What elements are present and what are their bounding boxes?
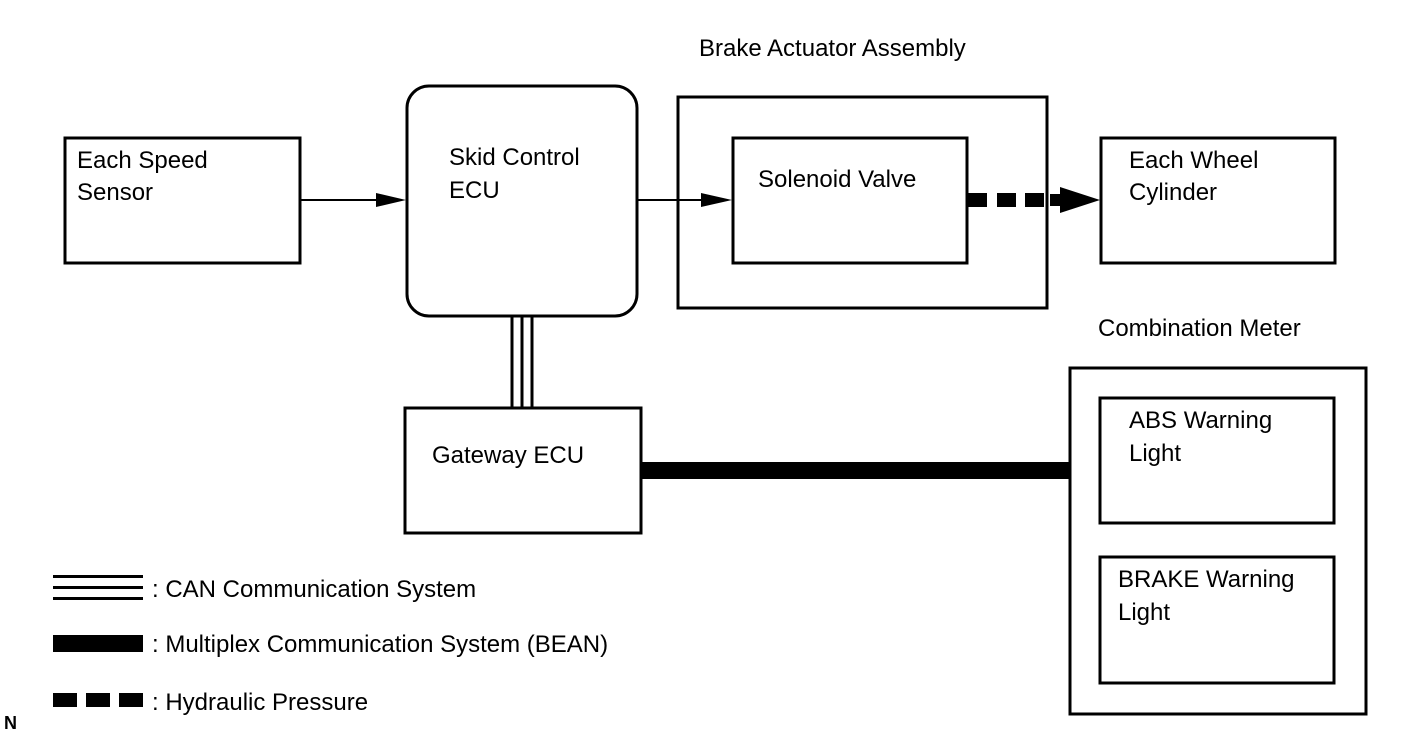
combination-meter-frame — [1068, 366, 1368, 716]
legend-bean-symbol — [53, 635, 143, 652]
speed-sensor-label-line2: Sensor — [77, 179, 153, 206]
legend-can-label: : CAN Communication System — [152, 576, 476, 603]
speed-sensor-block: Each Speed Sensor — [63, 136, 302, 265]
skid-control-ecu-label-line2: ECU — [449, 177, 500, 204]
solenoid-valve-block: Solenoid Valve — [731, 136, 969, 265]
brake-warning-light-label-line2: Light — [1118, 599, 1170, 626]
brake-warning-light-label-line1: BRAKE Warning — [1118, 566, 1295, 593]
abs-warning-light-label-line1: ABS Warning — [1129, 407, 1272, 434]
figure-code-label: N — [4, 713, 17, 732]
bean-communication-line — [641, 462, 1070, 479]
speed-sensor-label-line1: Each Speed — [77, 147, 208, 174]
solenoid-valve-label: Solenoid Valve — [758, 166, 916, 193]
legend: : CAN Communication System : Multiplex C… — [53, 575, 608, 716]
brake-actuator-assembly-label: Brake Actuator Assembly — [699, 35, 966, 62]
abs-warning-light-label-line2: Light — [1129, 440, 1181, 467]
legend-bean-label: : Multiplex Communication System (BEAN) — [152, 631, 608, 658]
wheel-cylinder-block: Each Wheel Cylinder — [1099, 136, 1337, 265]
skid-control-ecu-block: Skid Control ECU — [405, 84, 639, 318]
brake-warning-light-block: BRAKE Warning Light — [1098, 555, 1336, 685]
wheel-cylinder-label-line1: Each Wheel — [1129, 147, 1258, 174]
legend-hydraulic-symbol — [53, 693, 143, 707]
speed-signal-arrow — [300, 193, 406, 207]
gateway-ecu-label: Gateway ECU — [432, 442, 584, 469]
control-signal-arrow — [637, 193, 732, 207]
abs-warning-light-block: ABS Warning Light — [1098, 396, 1336, 525]
gateway-ecu-block: Gateway ECU — [403, 406, 643, 535]
legend-hydraulic-label: : Hydraulic Pressure — [152, 689, 368, 716]
can-communication-line — [510, 316, 534, 408]
combination-meter-label: Combination Meter — [1098, 315, 1301, 342]
legend-can-symbol — [53, 575, 143, 600]
wheel-cylinder-label-line2: Cylinder — [1129, 179, 1217, 206]
brake-actuator-assembly-frame — [676, 95, 1049, 310]
skid-control-ecu-label-line1: Skid Control — [449, 144, 580, 171]
hydraulic-pressure-arrow — [968, 187, 1100, 213]
